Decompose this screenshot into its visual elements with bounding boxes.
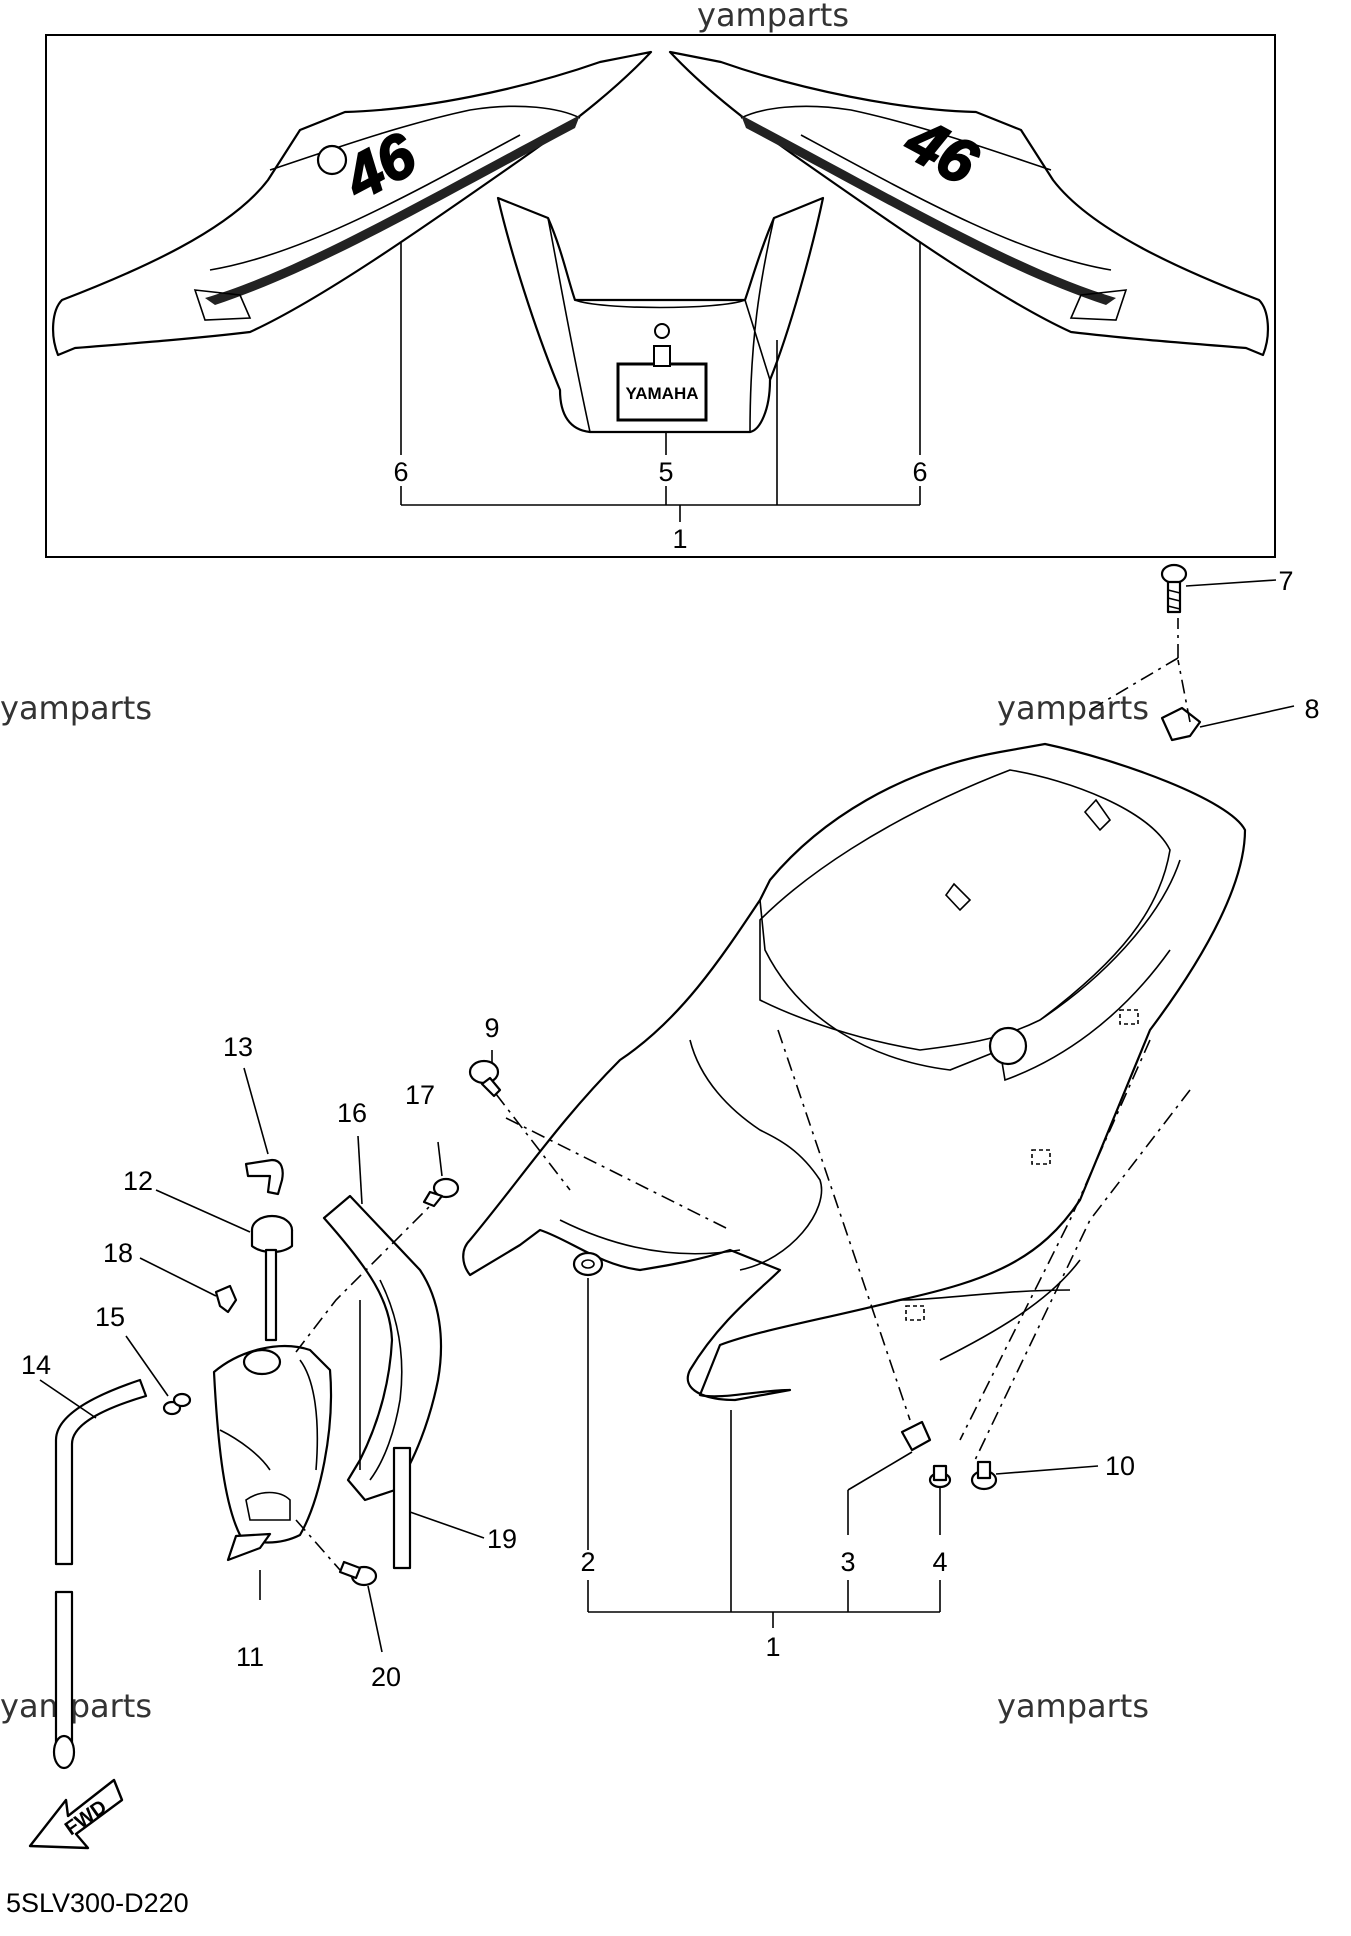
callout-18: 18 [103, 1238, 133, 1268]
watermark-top: yamparts [697, 0, 849, 34]
bolt-20 [338, 1560, 378, 1587]
watermark-left-upper: yamparts [0, 689, 152, 727]
elbow-hose-13 [244, 1158, 284, 1196]
side-cover-set-frame [45, 34, 1276, 558]
callout-14: 14 [21, 1350, 51, 1380]
damper-19 [392, 1446, 412, 1570]
seat-cowl [462, 742, 1247, 1402]
callout-3: 3 [840, 1547, 855, 1577]
callout-15: 15 [95, 1302, 125, 1332]
callout-4: 4 [932, 1547, 947, 1577]
screw-17 [422, 1177, 460, 1208]
bolt-10 [970, 1460, 998, 1491]
callout-1-top: 1 [672, 524, 687, 554]
nut-8 [1160, 706, 1202, 742]
clamp-18 [214, 1284, 238, 1314]
callout-16: 16 [337, 1098, 367, 1128]
left-side-cover: 46 [52, 50, 653, 357]
watermark-right-upper: yamparts [997, 689, 1149, 727]
breather-hose-14 [52, 1378, 148, 1770]
callout-17: 17 [405, 1080, 435, 1110]
callout-8: 8 [1304, 694, 1319, 724]
watermark-right-lower: yamparts [997, 1687, 1149, 1725]
callout-6-left: 6 [393, 457, 408, 487]
right-side-cover: 46 [668, 50, 1269, 357]
diagram-code: 5SLV300-D220 [6, 1888, 189, 1918]
callout-10: 10 [1105, 1451, 1135, 1481]
tail-cover: YAMAHA [496, 196, 825, 434]
clip-15 [162, 1392, 192, 1416]
reservoir-tank [212, 1345, 333, 1562]
callout-1-bottom: 1 [765, 1632, 780, 1662]
damper-3 [900, 1420, 932, 1452]
callout-7: 7 [1278, 566, 1293, 596]
bracket-16 [322, 1194, 443, 1502]
callout-19: 19 [487, 1524, 517, 1554]
watermark-left-lower: yamparts [0, 1687, 152, 1725]
callout-12: 12 [123, 1166, 153, 1196]
screw-9 [468, 1059, 502, 1098]
callout-9: 9 [484, 1013, 499, 1043]
fwd-arrow-icon: FWD [28, 1778, 124, 1850]
yamaha-decal: YAMAHA [625, 384, 698, 403]
collar-2 [572, 1251, 604, 1277]
bolt-7 [1160, 563, 1188, 614]
rivet-4 [928, 1464, 952, 1489]
callout-11: 11 [236, 1642, 264, 1672]
callout-20: 20 [371, 1662, 401, 1692]
callout-6-right: 6 [912, 457, 927, 487]
callout-13: 13 [223, 1032, 253, 1062]
callout-2: 2 [580, 1547, 595, 1577]
callout-5: 5 [658, 457, 673, 487]
reservoir-cap [250, 1214, 294, 1342]
